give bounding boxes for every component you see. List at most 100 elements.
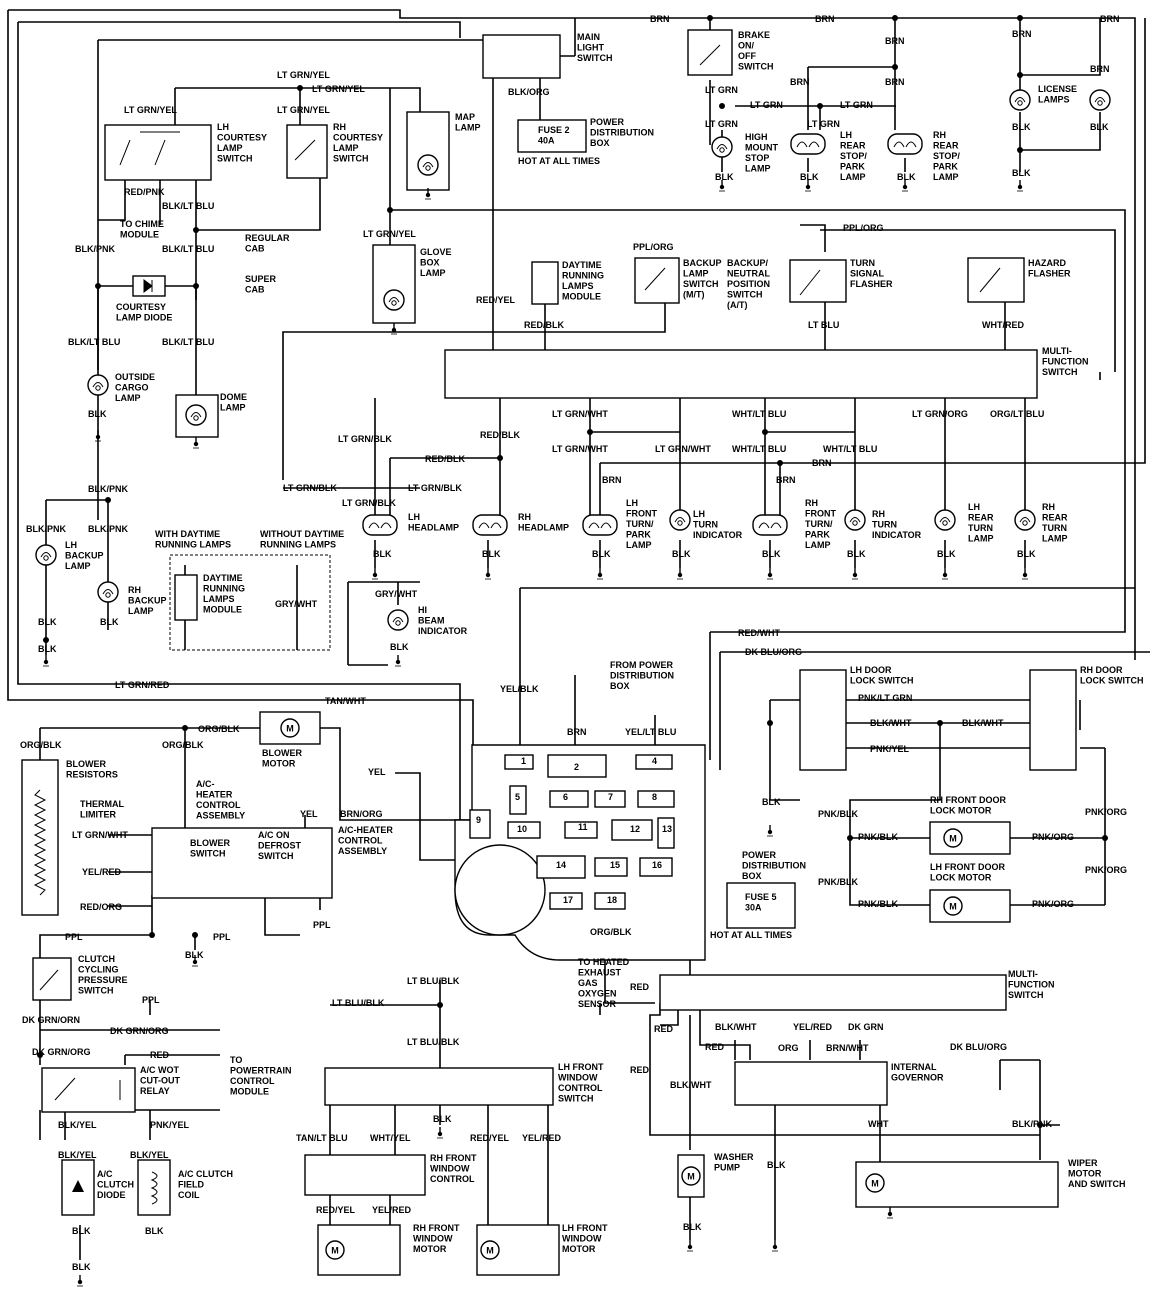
fuse-number-6: 6 <box>563 792 568 802</box>
lh-front-turn-label: LH <box>626 498 638 508</box>
to-pcm-label: CONTROL <box>230 1076 275 1086</box>
blk-yel-a-label: BLK/YEL <box>58 1120 97 1130</box>
high-mount-label: MOUNT <box>745 143 778 153</box>
rh-rear-turn-label: RH <box>1042 502 1055 512</box>
lt-grn-blk-c-label: LT GRN/BLK <box>342 498 396 508</box>
washer-pump-label: PUMP <box>714 1163 740 1173</box>
main-light-switch-label: LIGHT <box>577 43 604 53</box>
fuse-slot <box>639 857 673 877</box>
blk-label: BLK <box>762 797 781 807</box>
yel-red-c-label: YEL/RED <box>372 1205 412 1215</box>
lh-front-turn-label: LAMP <box>626 540 652 550</box>
to-pcm-label: TO <box>230 1055 242 1065</box>
regular-cab-label: REGULAR <box>245 233 290 243</box>
ppl-org-a-label: PPL/ORG <box>633 242 674 252</box>
backup-at-label: BACKUP/ <box>727 258 769 268</box>
glove-box-label: GLOVE <box>420 247 452 257</box>
blk-j-label: BLK <box>38 644 57 654</box>
hot-at-all-times-2-label: HOT AT ALL TIMES <box>710 930 792 940</box>
rh-rear-stop-label: REAR <box>933 141 959 151</box>
from-pdb-label: BOX <box>610 681 630 691</box>
ac-heater-control-box <box>151 827 333 899</box>
rh-front-window-ctrl-label: WINDOW <box>430 1164 470 1174</box>
lh-door-lock-sw-label: LOCK SWITCH <box>850 676 914 686</box>
map-lamp-label: LAMP <box>455 123 481 133</box>
fuse-number-11: 11 <box>578 822 588 832</box>
ac-clutch-diode-label: DIODE <box>97 1190 126 1200</box>
rh-front-door-motor-label: RH FRONT DOOR <box>930 795 1006 805</box>
lh-front-window-sw-label: CONTROL <box>558 1083 603 1093</box>
lh-window-switch-box <box>324 1067 554 1106</box>
backup-mt-label: SWITCH <box>683 279 719 289</box>
rh-rear-turn-label: TURN <box>1042 523 1067 533</box>
hi-beam-label: INDICATOR <box>418 626 468 636</box>
hazard-flasher-box <box>967 257 1025 303</box>
fuse5-label: FUSE 5 <box>745 892 777 902</box>
backup-at-label: (A/T) <box>727 300 748 310</box>
without-drl-label: WITHOUT DAYTIME <box>260 529 344 539</box>
lh-turn-ind-label: LH <box>693 509 705 519</box>
to-heated-o2-label: OXYGEN <box>578 989 617 999</box>
lh-backup-label: BACKUP <box>65 551 104 561</box>
ac-clutch-coil-label: COIL <box>178 1190 200 1200</box>
gry-wht-b-label: GRY/WHT <box>375 589 418 599</box>
brn-j-label: BRN <box>776 475 796 485</box>
fuse-slot <box>611 819 653 841</box>
lh-front-window-sw-label: LH FRONT <box>558 1062 604 1072</box>
lt-grn-yel-left-label: LT GRN/YEL <box>124 105 177 115</box>
pdb-2-label: DISTRIBUTION <box>742 861 806 871</box>
fuse2-label: 40A <box>538 136 555 146</box>
fuse-slot <box>469 809 491 839</box>
junction-dots <box>37 15 1108 1128</box>
org-lt-blu-label: ORG/LT BLU <box>990 409 1044 419</box>
fuse-number-18: 18 <box>607 895 617 905</box>
red-d-label: RED <box>705 1042 725 1052</box>
blower-motor-label: BLOWER <box>262 748 302 758</box>
brn-org-label: BRN/ORG <box>340 809 383 819</box>
org-blk-b-label: ORG/BLK <box>20 740 62 750</box>
ac-clutch-diode-label: A/C <box>97 1169 113 1179</box>
ac-wot-label: CUT-OUT <box>140 1076 180 1086</box>
lt-grn-wht-a-label: LT GRN/WHT <box>552 409 608 419</box>
lh-headlamp-label: LH <box>408 512 420 522</box>
from-pdb-label: FROM POWER <box>610 660 673 670</box>
fuse-slot <box>564 821 598 839</box>
blk-q-label: BLK <box>937 549 956 559</box>
main-light-switch-label: SWITCH <box>577 53 613 63</box>
lh-front-window-motor-label: LH FRONT <box>562 1223 608 1233</box>
dome-lamp-label: LAMP <box>220 403 246 413</box>
main-light-switch-box <box>482 34 561 79</box>
rh-rear-stop-label: LAMP <box>933 172 959 182</box>
to-heated-o2-label: TO HEATED <box>578 957 630 967</box>
ac-heater-ctrl-label: CONTROL <box>196 800 241 810</box>
high-mount-label: STOP <box>745 153 769 163</box>
rh-turn-ind-label: INDICATOR <box>872 530 922 540</box>
yel-red-label: YEL/RED <box>82 867 122 877</box>
rh-headlamp-label: HEADLAMP <box>518 523 569 533</box>
rh-rear-stop-label: STOP/ <box>933 151 960 161</box>
lt-blu-blk-c-label: LT BLU/BLK <box>407 1037 460 1047</box>
fuse-number-5: 5 <box>515 792 520 802</box>
lh-turn-ind-label: TURN <box>693 520 718 530</box>
drl-module-2-label: RUNNING <box>203 584 245 594</box>
lh-front-window-sw-label: SWITCH <box>558 1094 594 1104</box>
blk-label: BLK <box>145 1226 164 1236</box>
ac-wot-label: RELAY <box>140 1086 170 1096</box>
with-drl-label: WITH DAYTIME <box>155 529 220 539</box>
rh-front-turn-label: LAMP <box>805 540 831 550</box>
blk-b-label: BLK <box>715 172 734 182</box>
lh-rear-turn-label: TURN <box>968 523 993 533</box>
dk-grn-orn-label: DK GRN/ORN <box>22 1015 80 1025</box>
ac-heater-ctrl-2-label: A/C-HEATER <box>338 825 393 835</box>
wiper-motor-label: WIPER <box>1068 1158 1098 1168</box>
lt-grn-c-label: LT GRN <box>840 100 873 110</box>
brake-switch-label: BRAKE <box>738 30 770 40</box>
outside-cargo-label: LAMP <box>115 393 141 403</box>
lh-door-lock-switch-box <box>799 669 847 771</box>
backup-at-label: POSITION <box>727 279 770 289</box>
pnk-blk-d-label: PNK/BLK <box>858 899 898 909</box>
ac-on-defrost-label: A/C ON <box>258 830 290 840</box>
lh-rear-turn-label: LH <box>968 502 980 512</box>
yel-b-label: YEL <box>300 809 318 819</box>
brn-f-label: BRN <box>885 77 905 87</box>
